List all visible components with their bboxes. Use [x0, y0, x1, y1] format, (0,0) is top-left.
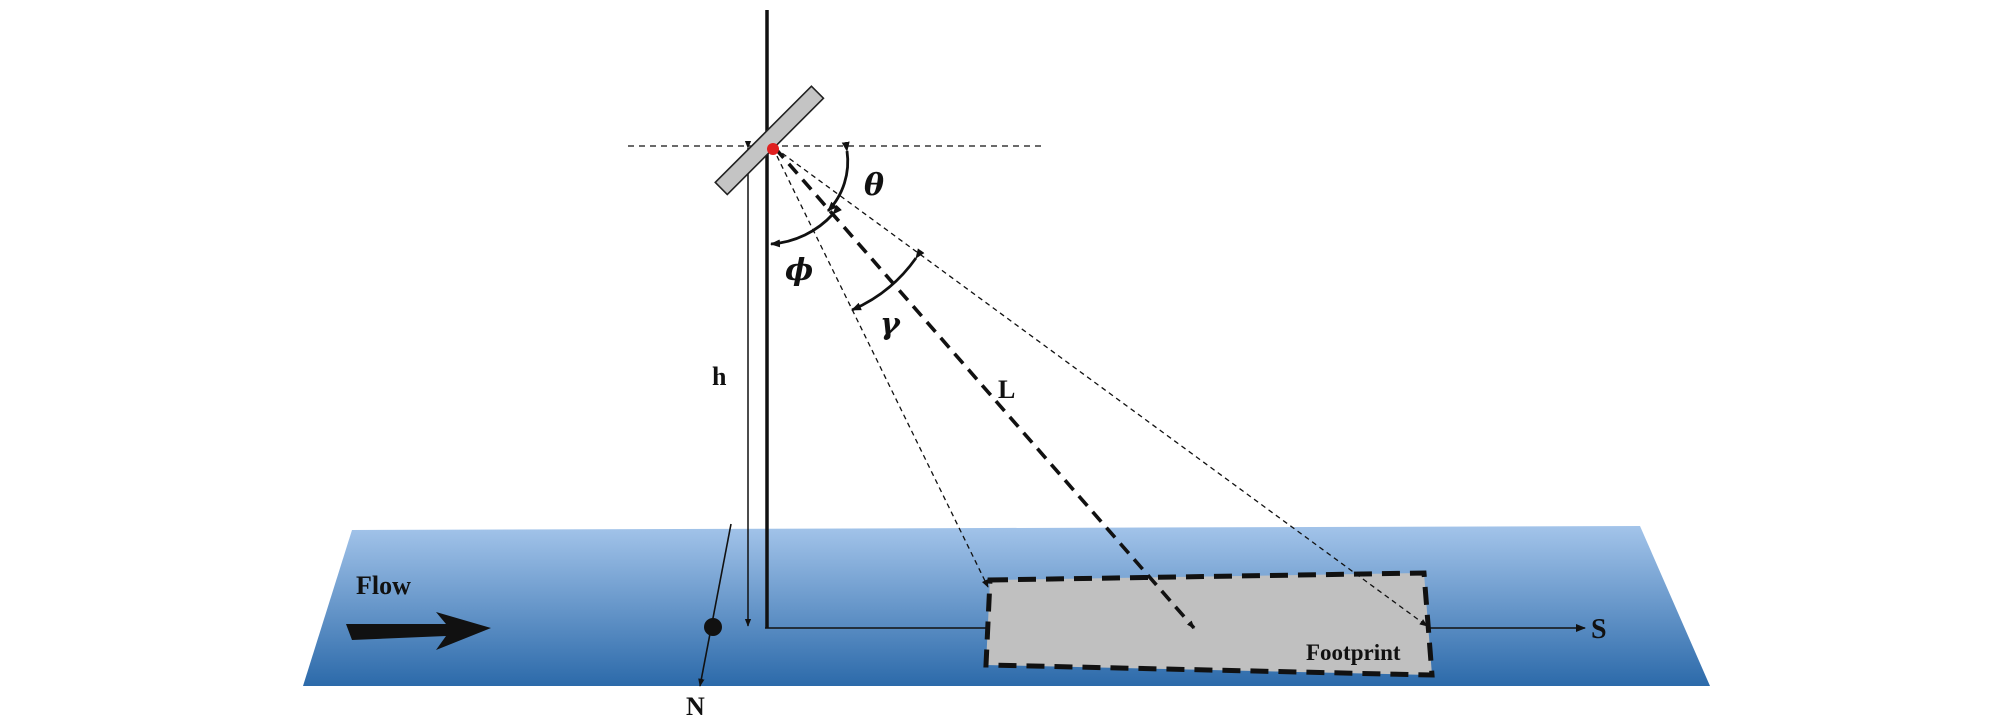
gamma-angle-arc — [851, 248, 925, 312]
phi-angle-arc — [770, 204, 843, 248]
h-label: h — [712, 362, 727, 391]
l-label: L — [998, 375, 1015, 404]
n-axis-label: N — [686, 692, 705, 721]
gamma-label: γ — [880, 307, 901, 342]
beam-center-line — [773, 146, 1196, 630]
beam-near-edge — [772, 147, 989, 588]
n-axis — [698, 523, 732, 687]
s-axis-label: S — [1591, 614, 1607, 645]
footprint-label: Footprint — [1306, 640, 1401, 665]
sensor-point — [767, 143, 779, 155]
flow-arrow-icon — [346, 612, 491, 650]
phi-label: ϕ — [785, 253, 813, 288]
flow-label: Flow — [356, 571, 411, 600]
radar-sensor — [714, 85, 825, 196]
footprint-area — [983, 570, 1435, 678]
origin-point — [704, 618, 722, 636]
theta-angle-arc — [826, 141, 850, 212]
theta-label: θ — [864, 168, 884, 203]
